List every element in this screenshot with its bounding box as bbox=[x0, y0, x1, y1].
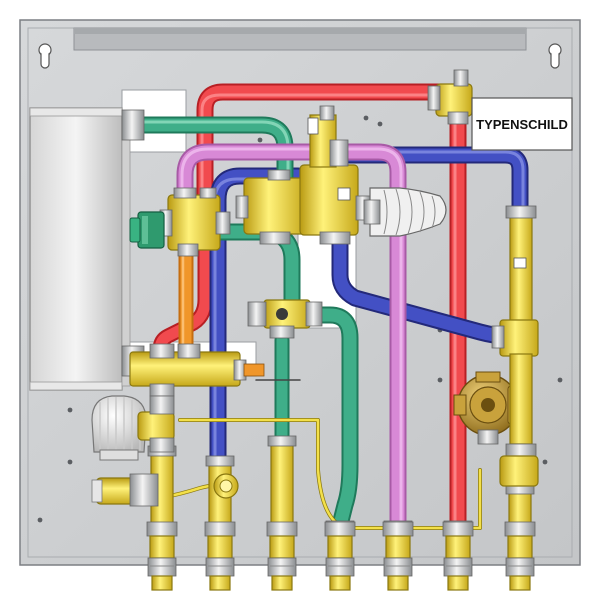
lower-left-elbow bbox=[91, 473, 159, 507]
violet-pipe bbox=[176, 143, 407, 534]
bottom-stub-6 bbox=[442, 521, 474, 591]
nameplate: TYPENSCHILD bbox=[471, 97, 573, 151]
outlet-pipe-3 bbox=[267, 435, 297, 539]
bottom-stub-2 bbox=[204, 521, 236, 591]
nameplate-label: TYPENSCHILD bbox=[476, 117, 568, 132]
plate-heat-exchanger bbox=[29, 107, 131, 391]
right-supply-column bbox=[491, 205, 539, 487]
bellows-expansion bbox=[363, 187, 447, 237]
middle-valve-block bbox=[247, 299, 323, 339]
bottom-stub-4 bbox=[324, 521, 356, 591]
lower-brass-manifold bbox=[129, 343, 265, 397]
bottom-stub-3 bbox=[266, 521, 298, 591]
central-manifold bbox=[235, 105, 371, 245]
red-elbow-fitting bbox=[427, 69, 473, 125]
union-with-ring bbox=[213, 473, 239, 499]
bottom-stub-7 bbox=[504, 521, 536, 591]
keyhole-slot-left bbox=[38, 43, 52, 69]
orange-pipe bbox=[178, 242, 194, 353]
keyhole-slot-right bbox=[548, 43, 562, 69]
panel-screw-holes bbox=[37, 89, 563, 523]
thermostat-valve-head bbox=[91, 395, 175, 461]
left-upper-manifold bbox=[159, 187, 231, 257]
bottom-connection-stubs bbox=[146, 521, 536, 591]
green-valve-handle bbox=[129, 211, 165, 249]
bottom-stub-1 bbox=[146, 521, 178, 591]
bottom-stub-5 bbox=[382, 521, 414, 591]
